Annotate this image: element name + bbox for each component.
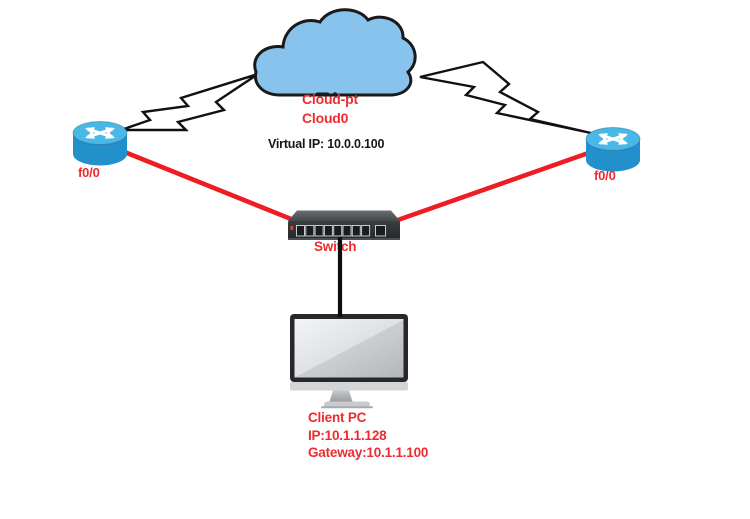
cloud-icon[interactable] <box>253 8 417 97</box>
ethernet-link-left[interactable] <box>111 144 297 224</box>
router-icon-left[interactable] <box>73 122 127 166</box>
lightning-link-right[interactable] <box>419 60 592 135</box>
switch-label: Switch <box>314 239 357 254</box>
cloud-name-label: Cloud-pt <box>302 91 358 107</box>
ethernet-link-right[interactable] <box>394 148 595 224</box>
router-right-interface-label: f0/0 <box>594 168 616 183</box>
client-pc-labels: Client PC IP:10.1.1.128 Gateway:10.1.1.1… <box>308 409 428 462</box>
pc-ip-label: IP:10.1.1.128 <box>308 427 387 443</box>
router-left-interface-label: f0/0 <box>78 165 100 180</box>
router-icon-right[interactable] <box>586 128 640 172</box>
virtual-ip-label: Virtual IP: 10.0.0.100 <box>268 137 385 151</box>
cloud-id-label: Cloud0 <box>302 110 349 126</box>
switch-icon[interactable] <box>288 210 400 241</box>
lightning-link-left[interactable] <box>120 72 259 132</box>
client-pc-icon[interactable] <box>290 314 408 409</box>
pc-gateway-label: Gateway:10.1.1.100 <box>308 445 429 460</box>
pc-name-label: Client PC <box>308 410 367 425</box>
